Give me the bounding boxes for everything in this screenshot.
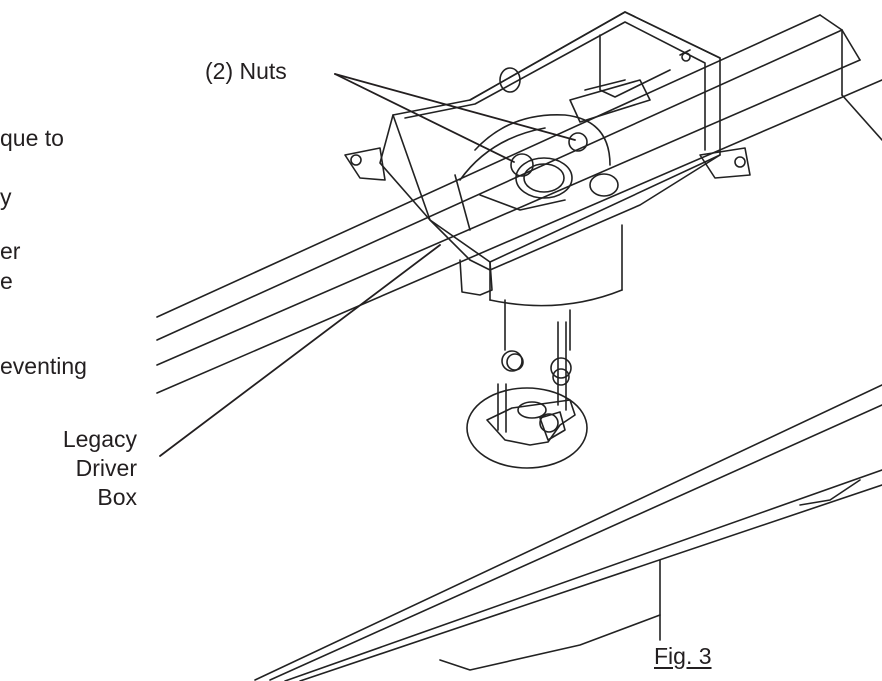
- luminaire-housing: [254, 384, 882, 681]
- leader-line-driver-box: [159, 244, 441, 457]
- cross-arm-beam: [156, 14, 882, 394]
- cropped-text-line-4: e: [0, 268, 13, 294]
- cropped-text-line-2: y: [0, 184, 12, 210]
- mounting-plate: [466, 321, 588, 469]
- driver-box-cylinder: [489, 224, 623, 351]
- callout-nuts: (2) Nuts: [205, 58, 287, 84]
- callout-driver-box-line-2: Driver: [75, 455, 137, 481]
- leader-line-nut-2: [334, 73, 576, 141]
- cropped-text-line-3: er: [0, 238, 21, 264]
- callout-driver-box-line-1: Legacy: [62, 426, 137, 452]
- cropped-text-line-5: eventing: [0, 353, 87, 379]
- figure-label: Fig. 3: [654, 643, 712, 669]
- callout-driver-box: Legacy Driver Box: [0, 425, 137, 512]
- callout-driver-box-line-3: Box: [97, 484, 137, 510]
- cropped-text-line-1: que to: [0, 125, 64, 151]
- leader-line-nut-1: [334, 73, 515, 163]
- driver-box: [344, 11, 751, 296]
